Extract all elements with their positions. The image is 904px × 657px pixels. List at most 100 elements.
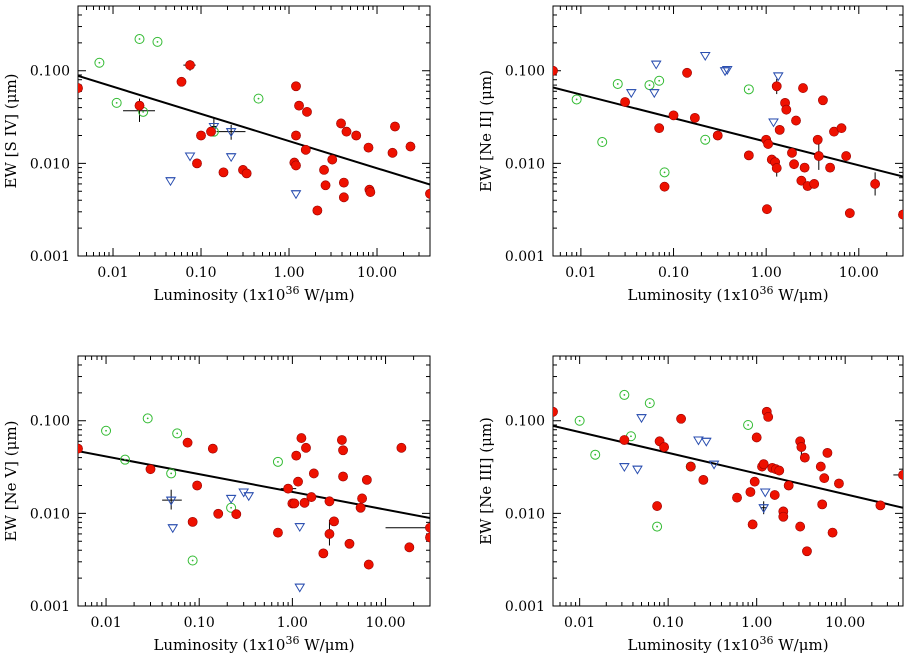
detection-point — [291, 160, 301, 171]
x-axis-label-text: Luminosity (1x10 — [153, 286, 285, 304]
x-axis-label-exponent: 36 — [285, 284, 299, 297]
detection-point — [799, 452, 810, 463]
x-tick-label: 10.00 — [357, 265, 397, 281]
green-circle-dot — [663, 171, 666, 174]
detection-point — [192, 158, 202, 169]
detection-point — [78, 443, 83, 454]
detection-point — [318, 548, 329, 559]
detection-point — [218, 167, 229, 178]
detection-point — [841, 151, 852, 161]
upper-limit-point — [225, 128, 237, 138]
detection-point — [763, 139, 774, 149]
green-circle-point — [571, 94, 582, 105]
detection-point — [338, 471, 348, 482]
error-bar — [162, 489, 182, 510]
x-tick-label: 0.10 — [184, 615, 215, 631]
upper-limit-marker — [225, 494, 237, 504]
detection-point — [312, 205, 323, 216]
upper-limit-point — [772, 72, 784, 82]
detection-point — [769, 490, 780, 500]
detection-point — [308, 468, 319, 479]
detection-point — [405, 141, 416, 152]
detection-point — [363, 142, 374, 153]
green-circle-point — [619, 389, 630, 400]
detection-point — [712, 130, 723, 141]
upper-limit-point — [699, 52, 711, 61]
fit-line — [553, 86, 903, 178]
upper-limit-marker — [772, 72, 784, 82]
upper-limit-point — [648, 89, 660, 99]
y-tick-label: 0.010 — [505, 506, 545, 522]
detection-point — [425, 532, 430, 543]
x-tick-label: 1.00 — [273, 265, 304, 281]
detection-point — [778, 511, 789, 522]
detection-point — [300, 144, 311, 155]
detection-point — [751, 432, 762, 443]
green-circle-dot — [575, 98, 578, 101]
detection-point — [682, 67, 692, 78]
upper-limit-point — [693, 436, 704, 446]
detection-point — [898, 209, 903, 220]
detection-point — [396, 442, 407, 453]
detection-point — [787, 147, 797, 158]
upper-limit-marker — [167, 524, 179, 534]
green-circle-marker — [659, 167, 670, 178]
green-circle-point — [612, 78, 623, 89]
plot-area — [553, 52, 903, 220]
detection-point — [817, 499, 828, 510]
upper-limit-marker — [165, 177, 176, 187]
detection-point — [771, 163, 782, 173]
y-tick-label: 0.001 — [30, 249, 70, 265]
detection-point — [836, 123, 847, 134]
y-tick-label: 0.100 — [30, 414, 70, 430]
detection-point — [747, 519, 758, 530]
detection-point — [732, 492, 742, 503]
y-axis-label: EW [Ne V] (μm) — [2, 421, 20, 542]
plot-frame — [77, 355, 431, 607]
detection-point — [781, 104, 792, 115]
detection-point — [213, 508, 224, 519]
green-circle-marker — [142, 413, 153, 424]
x-axis-label: Luminosity (1x1036 W/μm) — [627, 284, 828, 304]
green-circle-dot — [230, 506, 233, 509]
upper-limit-marker — [290, 190, 302, 200]
green-circle-point — [94, 57, 105, 68]
detection-point — [822, 447, 833, 458]
upper-limit-point — [167, 524, 179, 534]
detection-point — [819, 473, 830, 484]
upper-limit-marker — [294, 523, 306, 533]
green-circle-point — [134, 34, 145, 45]
upper-limit-point — [719, 67, 731, 77]
detection-point — [329, 516, 339, 527]
x-tick-label: 0.10 — [185, 265, 216, 281]
detection-point — [553, 65, 558, 76]
detection-point — [299, 497, 310, 508]
green-circle-dot — [594, 453, 597, 456]
green-circle-point — [654, 75, 665, 86]
detection-point — [796, 442, 807, 452]
detection-point — [365, 187, 376, 197]
plot-frame — [552, 355, 904, 607]
y-axis-label: EW [Ne III] (μm) — [477, 417, 495, 545]
detection-point — [689, 112, 700, 123]
detection-point — [338, 445, 348, 456]
detection-point — [798, 83, 808, 93]
x-tick-label: 0.01 — [90, 615, 121, 631]
x-tick-label: 0.10 — [653, 615, 684, 631]
y-axis-label: EW [Ne II] (μm) — [477, 70, 495, 192]
green-circle-point — [574, 415, 585, 426]
detection-point — [659, 181, 670, 192]
green-circle-marker — [654, 75, 665, 86]
green-circle-marker — [700, 134, 711, 145]
green-circle-dot — [658, 79, 661, 82]
detection-point — [355, 502, 366, 513]
upper-limit-point — [758, 504, 770, 514]
green-circle-dot — [616, 83, 619, 85]
detection-point — [834, 478, 844, 489]
y-tick-label: 0.001 — [505, 249, 545, 265]
green-circle-marker — [743, 84, 754, 95]
upper-limit-marker — [225, 153, 237, 163]
green-circle-dot — [138, 38, 141, 40]
